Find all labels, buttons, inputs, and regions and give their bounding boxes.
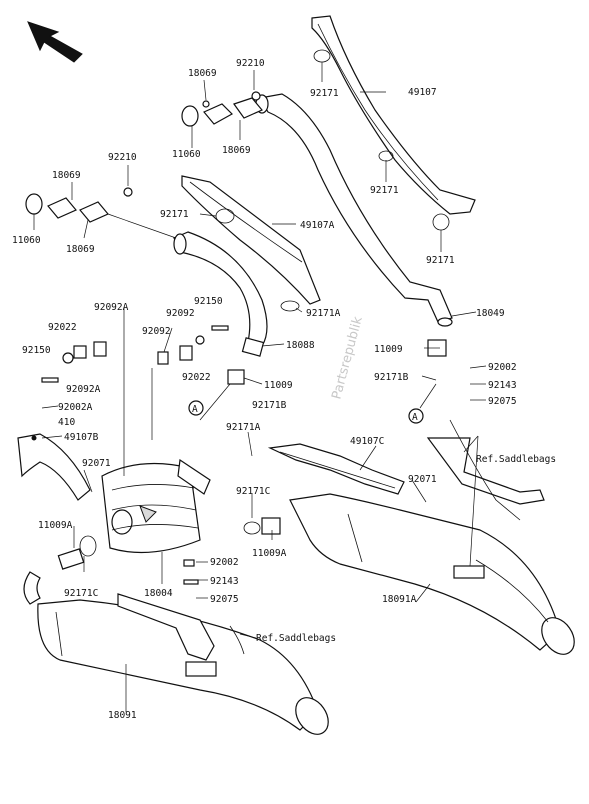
callout-a-right: A: [408, 408, 424, 424]
label-18069: 18069: [52, 170, 81, 181]
label-92171A: 92171A: [226, 422, 261, 433]
label-92171: 92171: [426, 255, 455, 266]
label-92143: 92143: [210, 576, 239, 587]
label-92150: 92150: [22, 345, 51, 356]
label-11009: 11009: [374, 344, 403, 355]
label-92075: 92075: [488, 396, 517, 407]
label-18091A: 18091A: [382, 594, 417, 605]
label-92092: 92092: [166, 308, 195, 319]
part-labels: 49107 92171 92210 18069 11060 18069 9217…: [12, 58, 556, 721]
label-92171A: 92171A: [306, 308, 341, 319]
heat-shield-49107B: [17, 433, 91, 501]
label-ref-saddlebags-rear: Ref.Saddlebags: [476, 454, 556, 465]
label-92171: 92171: [370, 185, 399, 196]
label-92171: 92171: [160, 209, 189, 220]
leader-lines: [33, 62, 487, 712]
label-92092: 92092: [142, 326, 171, 337]
label-92075: 92075: [210, 594, 239, 605]
saddlebag-bracket-rear: [426, 419, 545, 579]
label-92171B: 92171B: [374, 372, 409, 383]
label-18004: 18004: [144, 588, 173, 599]
label-49107A: 49107A: [300, 220, 335, 231]
label-18091: 18091: [108, 710, 137, 721]
front-direction-arrow-icon: [27, 21, 83, 63]
label-18088: 18088: [286, 340, 315, 351]
label-92022: 92022: [182, 372, 211, 383]
muffler-18091A: [289, 493, 575, 655]
muffler-18091: [37, 599, 329, 735]
label-92171C: 92171C: [64, 588, 98, 599]
fasteners-muffler-mount: [41, 325, 229, 383]
label-92210: 92210: [236, 58, 265, 69]
watermark: Partsrepublik: [329, 315, 366, 401]
label-92002: 92002: [488, 362, 517, 373]
label-49107B: 49107B: [64, 432, 99, 443]
callout-a-left: A: [188, 400, 204, 416]
label-92092A: 92092A: [94, 302, 129, 313]
heat-shield-49107C: [267, 443, 405, 495]
label-11060: 11060: [172, 149, 201, 160]
label-18049: 18049: [476, 308, 505, 319]
label-410: 410: [58, 417, 75, 428]
label-49107C: 49107C: [350, 436, 384, 447]
label-92022: 92022: [48, 322, 77, 333]
flange-gasket-left: [25, 187, 177, 239]
label-92150: 92150: [194, 296, 223, 307]
label-18069: 18069: [222, 145, 251, 156]
saddlebag-bracket-front: [117, 559, 245, 677]
label-92002A: 92002A: [58, 402, 93, 413]
label-92143: 92143: [488, 380, 517, 391]
label-92071: 92071: [82, 458, 111, 469]
label-11009A: 11009A: [38, 520, 73, 531]
muffler-18004: [101, 458, 211, 554]
label-11009A: 11009A: [252, 548, 287, 559]
label-92071: 92071: [408, 474, 437, 485]
callout-a-left-label: A: [192, 404, 198, 415]
label-92210: 92210: [108, 152, 137, 163]
label-18069: 18069: [188, 68, 217, 79]
label-92171: 92171: [310, 88, 339, 99]
label-49107: 49107: [408, 87, 437, 98]
label-11060: 11060: [12, 235, 41, 246]
label-18069: 18069: [66, 244, 95, 255]
label-92002: 92002: [210, 557, 239, 568]
label-92171C: 92171C: [236, 486, 270, 497]
callout-a-right-label: A: [412, 412, 418, 423]
flange-gasket-upper: [181, 91, 263, 127]
label-11009: 11009: [264, 380, 293, 391]
heat-shield-49107: [311, 15, 476, 215]
pipe-11009A: [23, 517, 281, 605]
label-92171B: 92171B: [252, 400, 287, 411]
label-92092A: 92092A: [66, 384, 101, 395]
label-ref-saddlebags-front: Ref.Saddlebags: [256, 633, 336, 644]
heat-shield-49107A: [181, 175, 321, 305]
